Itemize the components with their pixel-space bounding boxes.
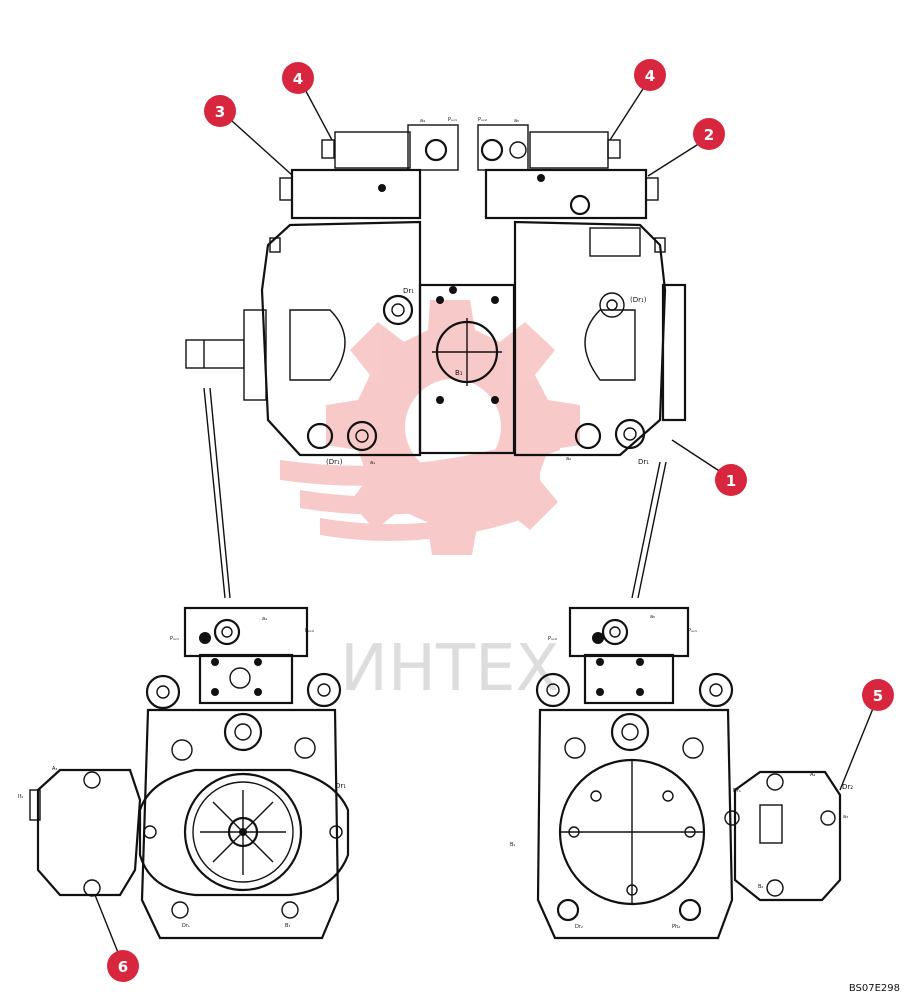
label-psv1: Pₛᵥ₁ [448,117,457,123]
label-bl-b1: B₁ [285,923,290,929]
label-br-psv2: Pₛᵥ₂ [548,636,557,642]
bottom-right-view: a₅ Pₛᵥ₂ Pₛᵥ₁ Dr₁ A₂ Dr₂ B₁ a₃ B₂ Dr₂ Ph₂ [510,606,853,940]
label-a1: a₁ [370,460,375,466]
label-bl-a3: A₃ [52,766,57,772]
label-bl-psv1: Pₛᵥ₁ [170,636,179,642]
label-br-psv1: Pₛᵥ₁ [688,628,697,634]
drawing-code: BS07E298 [848,983,900,994]
svg-text:2: 2 [704,126,714,144]
top-view-pump: a₄ Pₛᵥ₁ Pₛᵥ₂ a₅ Dr₁ (Dr₁) B₁ (Dr₁) a₁ a₂… [185,117,687,466]
watermark-logo [280,300,580,555]
label-a5: a₅ [514,118,519,124]
label-br-ph2: Ph₂ [672,924,680,930]
svg-text:4: 4 [293,70,303,88]
label-bl-psv2: Pₛᵥ₂ [305,628,314,634]
svg-text:5: 5 [873,687,883,705]
label-dr1-right: Dr₁ [638,458,649,466]
label-br-a3: a₃ [843,814,848,820]
label-bl-a4: a₄ [262,616,267,622]
label-br-dr1: Dr₁ [733,788,741,794]
callout-4-left[interactable]: 4 [282,62,314,94]
label-br-dr2b: Dr₂ [575,924,583,930]
label-b1: B₁ [455,369,463,377]
label-a4: a₄ [420,118,425,124]
label-dr1-paren: (Dr₁) [630,296,647,304]
callout-2[interactable]: 2 [693,118,725,150]
label-br-b1: B₁ [510,842,515,848]
label-dr1: Dr₁ [403,287,414,295]
label-br-dr2: Dr₂ [842,783,853,791]
bottom-left-view: a₄ Pₛᵥ₁ Pₛᵥ₂ A₃ If₂ Dr₁ Dr₁ B₁ [18,606,350,940]
callout-6[interactable]: 6 [107,950,139,982]
label-br-a2: A₂ [810,772,815,778]
label-bl-if2: If₂ [18,794,23,800]
label-psv2: Pₛᵥ₂ [478,117,487,123]
callout-3[interactable]: 3 [204,95,236,127]
watermark-text: ИНТЕХ [340,632,559,706]
label-dr1-paren-left: (Dr₁) [326,458,343,466]
label-br-b2: B₂ [758,884,763,890]
svg-text:4: 4 [645,67,655,85]
label-bl-dr1: Dr₁ [335,782,346,790]
svg-text:3: 3 [215,103,225,121]
callout-5[interactable]: 5 [862,679,894,711]
label-a2: a₂ [566,456,571,462]
svg-text:6: 6 [118,958,128,976]
svg-text:1: 1 [726,472,736,490]
label-br-a5: a₅ [650,614,655,620]
callout-1[interactable]: 1 [715,464,747,496]
callout-4-right[interactable]: 4 [634,59,666,91]
label-bl-dr1b: Dr₁ [182,923,190,929]
projection-lines [203,387,667,599]
